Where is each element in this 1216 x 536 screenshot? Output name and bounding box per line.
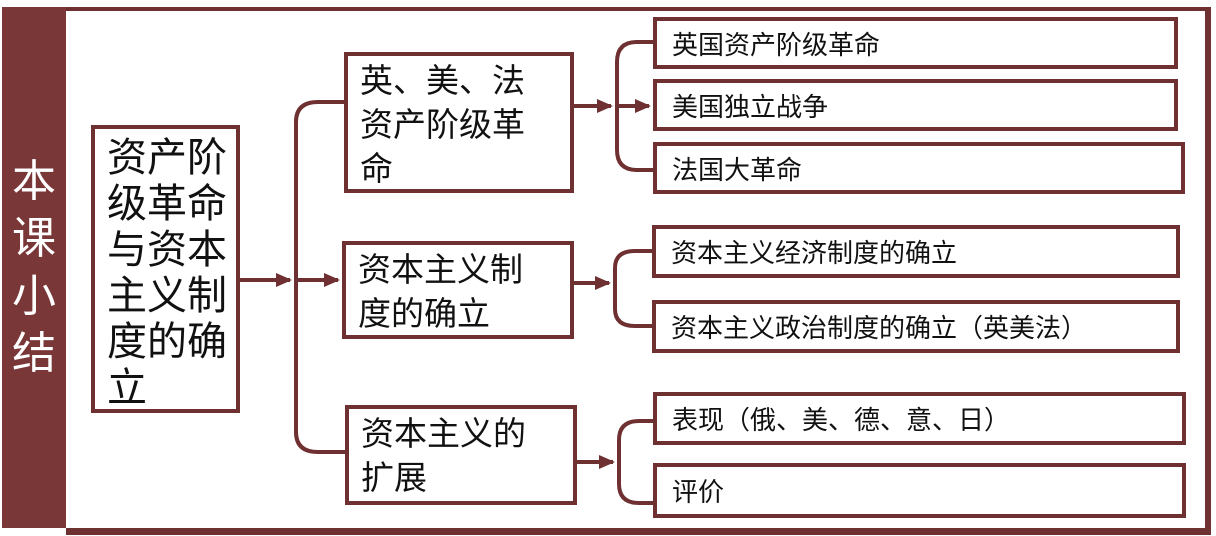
- leaf-box-political-system: 资本主义政治制度的确立（英美法）: [652, 300, 1180, 353]
- branch-box-system-establishment: 资本主义制 度的确立: [342, 241, 574, 339]
- leaf-box-manifestations: 表现（俄、美、德、意、日）: [653, 392, 1186, 445]
- leaf-box-economic-system: 资本主义经济制度的确立: [652, 225, 1180, 278]
- root-topic-box: 资产阶 级革命 与资本 主义制 度的确 立: [91, 125, 240, 413]
- leaf-box-english-revolution: 英国资产阶级革命: [653, 17, 1178, 69]
- leaf-box-french-revolution: 法国大革命: [653, 142, 1185, 194]
- branch-box-expansion: 资本主义的 扩展: [345, 405, 577, 505]
- sidebar-title: 本课小结: [12, 157, 56, 378]
- lesson-summary-sidebar: 本课小结: [2, 7, 66, 528]
- leaf-box-evaluation: 评价: [653, 463, 1186, 518]
- branch-box-revolutions: 英、美、法 资产阶级革 命: [344, 52, 574, 193]
- content-frame: [66, 7, 1211, 535]
- leaf-box-american-independence: 美国独立战争: [653, 79, 1178, 131]
